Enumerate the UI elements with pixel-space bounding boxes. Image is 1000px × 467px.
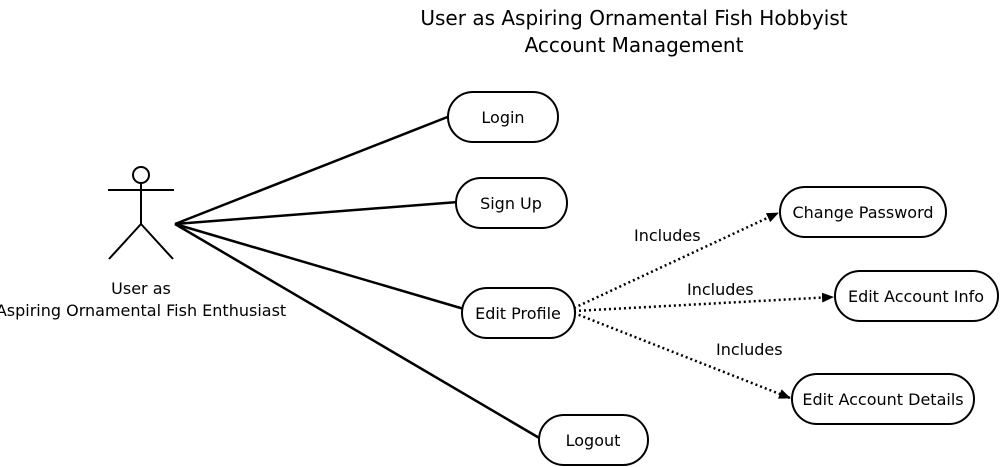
use-case-edit-account-info-label: Edit Account Info bbox=[848, 287, 984, 306]
use-case-edit-account-details[interactable]: Edit Account Details bbox=[791, 373, 975, 425]
use-case-edit-account-info[interactable]: Edit Account Info bbox=[834, 270, 999, 322]
include-label-change-password: Includes bbox=[634, 226, 701, 245]
actor-head bbox=[132, 166, 150, 184]
use-case-edit-profile[interactable]: Edit Profile bbox=[461, 287, 576, 339]
use-case-change-password-label: Change Password bbox=[792, 203, 933, 222]
use-case-sign-up-label: Sign Up bbox=[480, 194, 542, 213]
use-case-sign-up[interactable]: Sign Up bbox=[455, 177, 568, 229]
use-case-edit-account-details-label: Edit Account Details bbox=[802, 390, 963, 409]
actor-label-line-1: User as bbox=[111, 279, 171, 298]
diagram-title-line-1: User as Aspiring Ornamental Fish Hobbyis… bbox=[420, 6, 847, 30]
use-case-change-password[interactable]: Change Password bbox=[779, 186, 947, 238]
include-edit-account-info bbox=[573, 292, 834, 313]
actor-left-leg bbox=[108, 223, 142, 260]
use-case-edit-profile-label: Edit Profile bbox=[475, 304, 561, 323]
use-case-logout[interactable]: Logout bbox=[538, 414, 649, 466]
diagram-title-line-2: Account Management bbox=[525, 33, 744, 57]
association-sign-up bbox=[174, 200, 459, 226]
actor-label-line-2: Aspiring Ornamental Fish Enthusiast bbox=[0, 301, 286, 320]
use-case-login-label: Login bbox=[481, 108, 524, 127]
actor-stick-figure bbox=[108, 166, 174, 260]
use-case-login[interactable]: Login bbox=[447, 91, 559, 143]
association-logout bbox=[174, 222, 542, 441]
include-label-edit-account-info: Includes bbox=[687, 280, 754, 299]
include-edit-account-details bbox=[573, 311, 791, 400]
include-label-edit-account-details: Includes bbox=[716, 340, 783, 359]
association-login bbox=[174, 114, 451, 226]
association-edit-profile bbox=[174, 222, 465, 311]
actor-right-leg bbox=[140, 223, 174, 260]
use-case-logout-label: Logout bbox=[566, 431, 621, 450]
